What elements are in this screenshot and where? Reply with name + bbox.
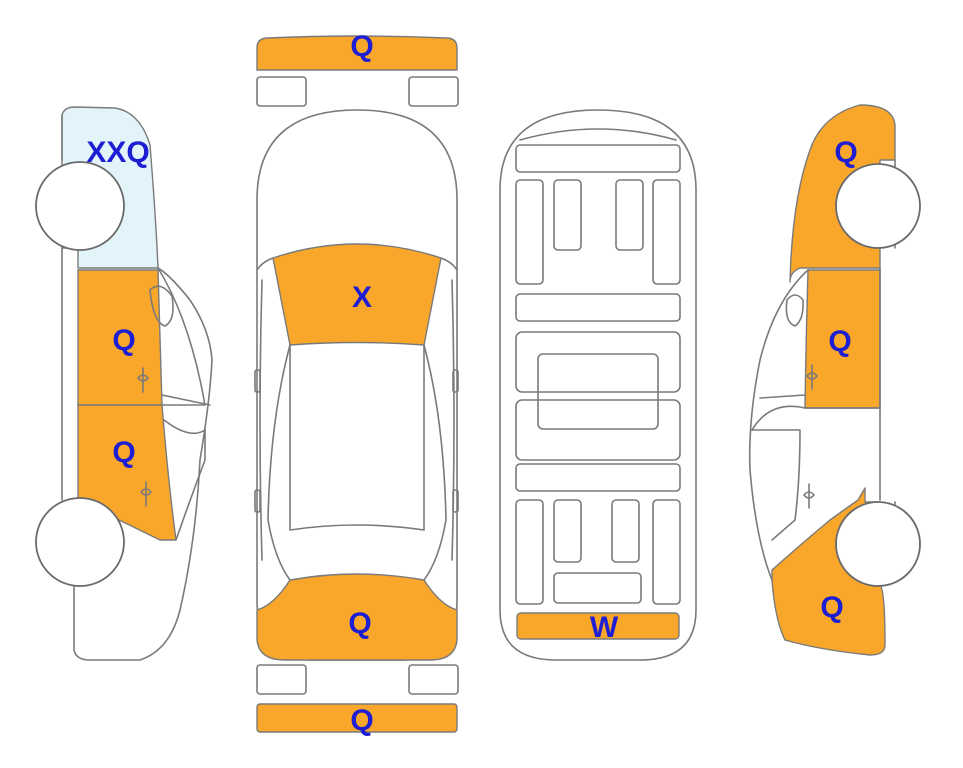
label-trunk-lid: Q [348,607,371,640]
left-rear-wheel [35,497,125,587]
car-left-side-view [35,106,213,661]
front-bumper-panel[interactable] [256,35,458,71]
label-floor-rear-panel: W [590,611,619,644]
car-underbody-view [499,109,697,661]
front-left-light [256,76,307,107]
car-top-view [254,35,459,733]
label-left-front-door: Q [112,324,135,357]
right-rear-wheel [835,163,921,249]
floor-rear-panel[interactable] [516,612,680,640]
label-front-bumper: Q [350,30,373,63]
underbody-outline [499,109,697,661]
rear-right-light [408,664,459,695]
label-right-rear-door: Q [828,325,851,358]
label-right-rear-fender: Q [834,136,857,169]
rear-left-light [256,664,307,695]
label-rear-bumper: Q [350,704,373,737]
rear-bumper-panel[interactable] [256,703,458,733]
car-right-side-view [748,104,921,656]
damage-labels: Q X Q Q W XXQ Q Q Q Q Q [86,30,857,737]
label-left-front-fender: XXQ [86,136,149,169]
label-hood: X [352,281,372,314]
trunk-lid-panel[interactable] [256,573,458,661]
left-front-wheel [35,161,125,251]
left-body-outline [61,114,213,661]
label-left-rear-door: Q [112,436,135,469]
right-front-wheel [835,501,921,587]
front-right-light [408,76,459,107]
label-right-front-fender: Q [820,591,843,624]
